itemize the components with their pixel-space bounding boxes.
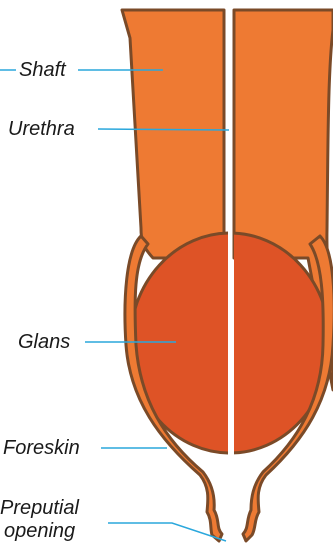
label-glans: Glans [18, 331, 70, 353]
urethra-leader [98, 129, 229, 130]
label-foreskin: Foreskin [3, 437, 80, 459]
label-preputial-line1: Preputial [0, 497, 79, 519]
label-urethra: Urethra [8, 118, 75, 140]
preputial-leader [108, 523, 226, 541]
label-shaft: Shaft [19, 59, 66, 81]
shaft-left [122, 10, 224, 258]
label-preputial-line2: opening [4, 520, 75, 542]
